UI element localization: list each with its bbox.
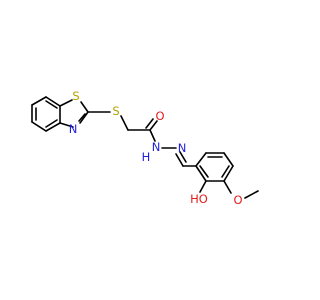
atom-label-hydroxyl: HO: [190, 192, 208, 206]
atom-label-o-methoxy: O: [233, 193, 242, 207]
atom-label-s-ring: S: [72, 89, 79, 103]
structure-svg: S N S O N H N HO O: [31, 89, 259, 207]
phenol-substituents: [199, 180, 259, 199]
thioether-chain: [87, 111, 158, 142]
atom-label-n-imine: N: [178, 141, 187, 155]
thiazole-ring: [59, 99, 89, 128]
atom-label-n-ring: N: [69, 122, 78, 136]
atom-label-s-thioether: S: [112, 104, 119, 118]
atom-label-h-amide: H: [142, 150, 151, 164]
phenol-ring: [195, 152, 234, 182]
benzothiazole-benzene-ring: [31, 96, 61, 132]
atom-label-o-carbonyl: O: [155, 109, 164, 123]
atom-label-nh: N: [152, 140, 161, 154]
molecule-diagram: S N S O N H N HO O: [31, 89, 259, 207]
hydrazone-linkage: [161, 147, 197, 167]
